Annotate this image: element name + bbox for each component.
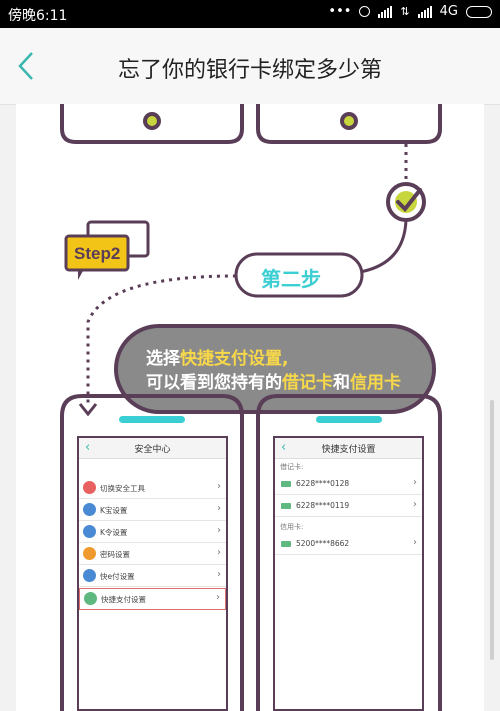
list-item-label: K令设置 bbox=[100, 528, 128, 537]
list-item-label: 快e付设置 bbox=[100, 572, 135, 581]
card-icon bbox=[281, 503, 291, 509]
list-item: K令设置 › bbox=[79, 522, 226, 543]
signal-icon bbox=[378, 5, 393, 18]
battery-icon bbox=[466, 5, 492, 18]
chevron-right-icon: › bbox=[217, 525, 221, 536]
screen-header: ‹ 安全中心 bbox=[79, 438, 226, 459]
status-bar: 傍晚6:11 ••• ⇅ 4G bbox=[0, 0, 500, 28]
chevron-right-icon: › bbox=[413, 477, 417, 488]
list-item-label: 快捷支付设置 bbox=[101, 595, 146, 604]
chevron-left-icon bbox=[18, 52, 33, 80]
chevron-right-icon: › bbox=[217, 547, 221, 558]
card-number: 6228****0119 bbox=[296, 501, 350, 510]
list-item: K宝设置 › bbox=[79, 500, 226, 521]
right-phone-outline bbox=[256, 394, 442, 711]
chevron-right-icon: › bbox=[413, 537, 417, 548]
step-badge-text: Step2 bbox=[74, 244, 121, 263]
network-type: 4G bbox=[439, 4, 458, 19]
list-item-label: K宝设置 bbox=[100, 506, 128, 515]
card-icon bbox=[281, 541, 291, 547]
article-image: Step2 第二步 选择快捷支付设置, 可以看到您持有的借记卡和信用卡 ‹ 安全… bbox=[16, 104, 484, 711]
screen-header: ‹ 快捷支付设置 bbox=[275, 438, 422, 459]
step-label-pill bbox=[234, 252, 364, 298]
left-phone-screen: ‹ 安全中心 切换安全工具 › K宝设置 › K令设置 › 密码设置 › 快e付… bbox=[77, 436, 228, 711]
card-number: 6228****0128 bbox=[296, 479, 350, 488]
screen-title: 安全中心 bbox=[134, 445, 171, 455]
chevron-left-icon: ‹ bbox=[85, 440, 91, 455]
bubble-text: 选择 bbox=[146, 349, 180, 369]
list-item: 快e付设置 › bbox=[79, 566, 226, 587]
status-time: 傍晚6:11 bbox=[8, 8, 68, 24]
bubble-text: 和 bbox=[333, 373, 350, 393]
bubble-line-1: 选择快捷支付设置, bbox=[146, 344, 436, 369]
top-left-phone-bottom bbox=[60, 104, 244, 144]
chevron-right-icon: › bbox=[217, 481, 221, 492]
step-badge bbox=[64, 234, 130, 272]
data-arrows-icon: ⇅ bbox=[400, 5, 410, 18]
card-number: 5200****8662 bbox=[296, 539, 350, 548]
scrollbar[interactable] bbox=[490, 400, 494, 660]
list-item-label: 切换安全工具 bbox=[100, 484, 145, 493]
bubble-line-2: 可以看到您持有的借记卡和信用卡 bbox=[146, 368, 436, 393]
card-icon bbox=[281, 481, 291, 487]
quick-pay-icon bbox=[84, 592, 97, 605]
screen-title: 快捷支付设置 bbox=[321, 445, 376, 455]
signal-icon-2 bbox=[417, 5, 432, 18]
bubble-highlight: 借记卡 bbox=[282, 373, 333, 393]
list-item: 密码设置 › bbox=[79, 544, 226, 565]
page-title: 忘了你的银行卡绑定多少第 bbox=[117, 58, 382, 83]
card-row: 6228****0128 › bbox=[275, 474, 422, 495]
token-icon bbox=[83, 525, 96, 538]
chevron-left-icon: ‹ bbox=[281, 440, 287, 455]
shield-icon bbox=[83, 481, 96, 494]
pay-icon bbox=[83, 569, 96, 582]
bubble-highlight: 快捷支付设置, bbox=[180, 349, 289, 369]
lock-icon bbox=[83, 547, 96, 560]
chevron-right-icon: › bbox=[217, 503, 221, 514]
hotspot-icon bbox=[359, 6, 371, 17]
speech-bubble bbox=[114, 324, 436, 414]
card-row: 5200****8662 › bbox=[275, 534, 422, 555]
step-label: 第二步 bbox=[261, 267, 321, 291]
list-item: 切换安全工具 › bbox=[79, 478, 226, 499]
top-right-phone-bottom bbox=[256, 104, 442, 144]
back-button[interactable] bbox=[14, 50, 42, 82]
debit-section-label: 借记卡: bbox=[280, 463, 304, 471]
left-phone-outline bbox=[60, 394, 244, 711]
chevron-right-icon: › bbox=[217, 569, 221, 580]
list-item-label: 密码设置 bbox=[100, 550, 130, 559]
step-illustration bbox=[60, 104, 442, 711]
bubble-highlight: 信用卡 bbox=[350, 373, 401, 393]
right-phone-screen: ‹ 快捷支付设置 借记卡: 6228****0128 › 6228****011… bbox=[273, 436, 424, 711]
chevron-right-icon: › bbox=[413, 499, 417, 510]
chevron-right-icon: › bbox=[216, 592, 220, 603]
card-row: 6228****0119 › bbox=[275, 496, 422, 517]
title-bar: 忘了你的银行卡绑定多少第 bbox=[0, 28, 500, 105]
credit-section-label: 信用卡: bbox=[280, 523, 304, 531]
notification-dots: ••• bbox=[328, 4, 352, 19]
list-item-selected: 快捷支付设置 › bbox=[79, 588, 226, 610]
bubble-text: 可以看到您持有的 bbox=[146, 373, 282, 393]
status-icons: ••• ⇅ 4G bbox=[328, 4, 492, 19]
key-icon bbox=[83, 503, 96, 516]
